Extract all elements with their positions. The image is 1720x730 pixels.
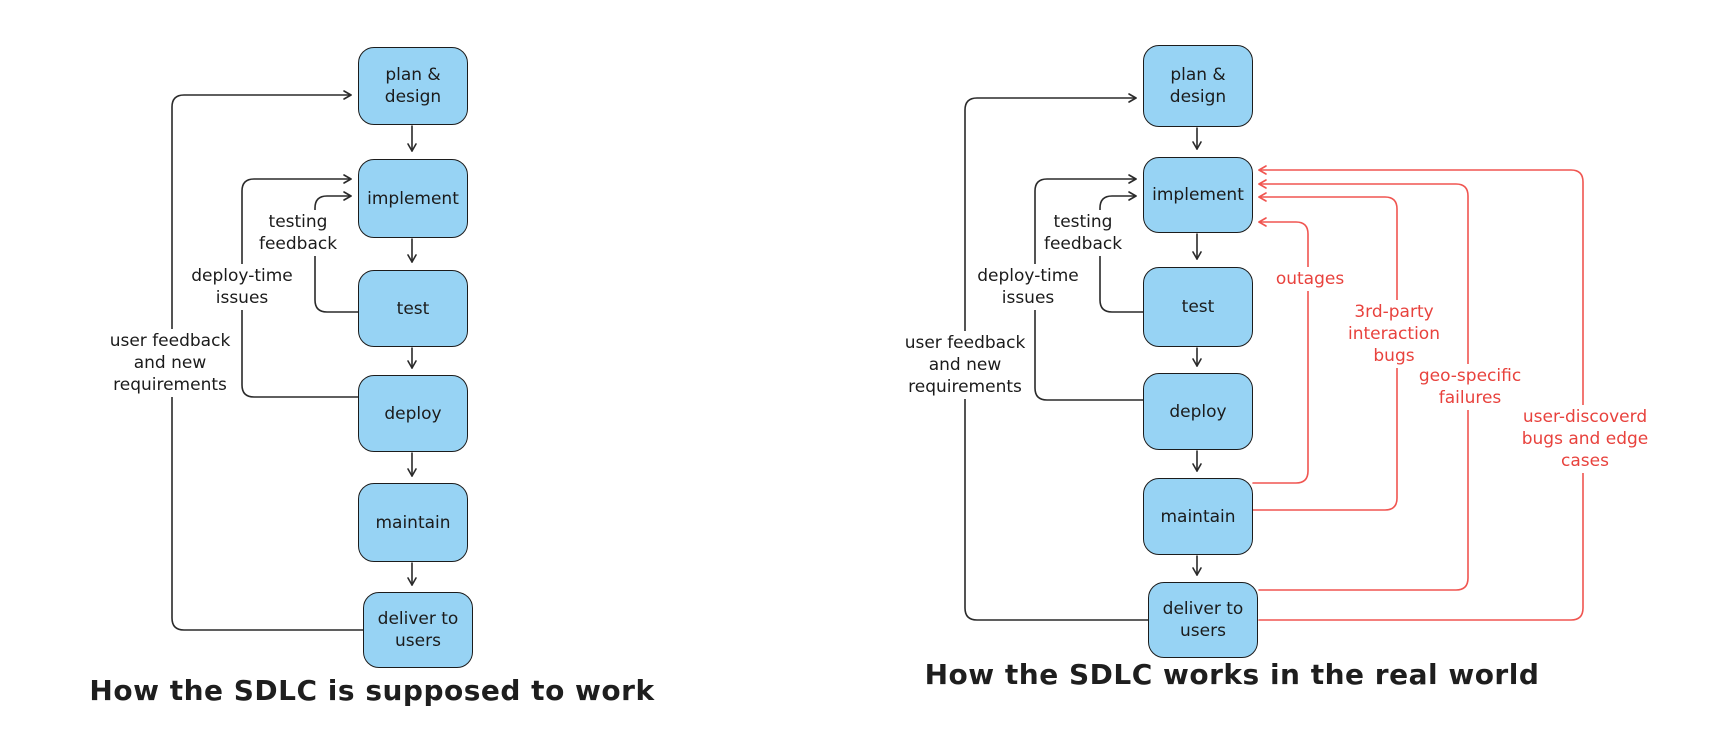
node-implement-right: implement xyxy=(1143,157,1253,233)
label-user-feedback-right: user feedback and new requirements xyxy=(900,331,1030,399)
label-user-discovered: user-discoverd bugs and edge cases xyxy=(1517,405,1653,473)
node-plan-design-left: plan & design xyxy=(358,47,468,125)
node-test-right: test xyxy=(1143,267,1253,347)
label-deploy-time-issues-left: deploy-time issues xyxy=(187,264,297,310)
right-diagram-title: How the SDLC works in the real world xyxy=(924,658,1540,691)
node-maintain-left: maintain xyxy=(358,483,468,562)
label-geo-specific: geo-specific failures xyxy=(1414,364,1526,410)
node-maintain-right: maintain xyxy=(1143,478,1253,555)
node-deploy-left: deploy xyxy=(358,375,468,452)
label-testing-feedback-right: testing feedback xyxy=(1039,210,1127,256)
label-third-party: 3rd-party interaction bugs xyxy=(1344,300,1444,368)
label-outages: outages xyxy=(1271,267,1349,291)
label-user-feedback-left: user feedback and new requirements xyxy=(105,329,235,397)
node-deploy-right: deploy xyxy=(1143,373,1253,450)
left-diagram-title: How the SDLC is supposed to work xyxy=(89,674,655,707)
node-deliver-right: deliver to users xyxy=(1148,582,1258,658)
node-implement-left: implement xyxy=(358,159,468,238)
edge-user-discovered-bugs xyxy=(1258,165,1584,621)
label-testing-feedback-left: testing feedback xyxy=(254,210,342,256)
label-deploy-time-issues-right: deploy-time issues xyxy=(973,264,1083,310)
node-deliver-left: deliver to users xyxy=(363,592,473,668)
node-test-left: test xyxy=(358,270,468,347)
edge-outages xyxy=(1252,217,1309,484)
node-plan-design-right: plan & design xyxy=(1143,45,1253,127)
